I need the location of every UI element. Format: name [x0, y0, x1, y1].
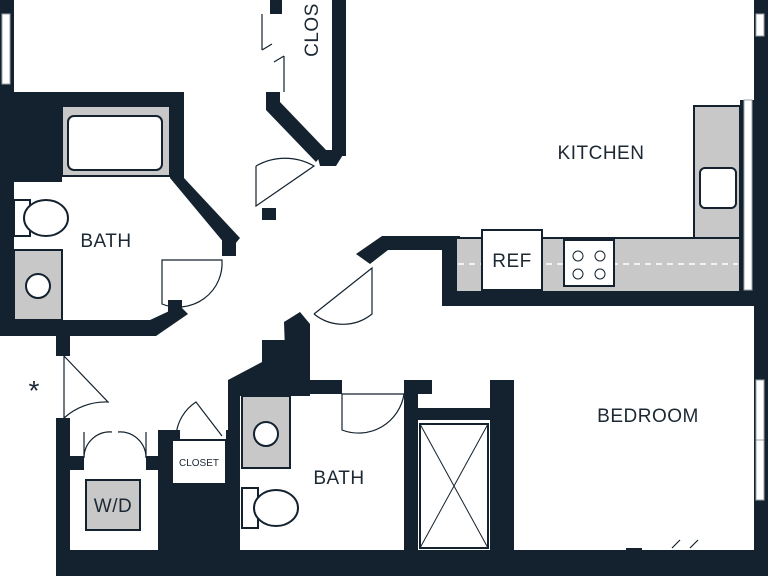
stove: [563, 239, 615, 287]
wall-wd-top-r: [146, 456, 160, 470]
wd-label: W/D: [94, 496, 132, 517]
window-kitchen: [743, 99, 753, 291]
burner-2: [594, 250, 606, 262]
window-bedroom-a: [755, 379, 765, 441]
shower-x-2: [419, 423, 489, 549]
bath-lower-label: BATH: [313, 468, 364, 489]
wall-closet-right: [332, 0, 346, 156]
kitchen-sink: [699, 167, 737, 209]
entry-marker: *: [29, 375, 40, 406]
wall-closet-diagonal: [266, 92, 326, 162]
wall-left-mid: [0, 92, 62, 182]
wall-bedroom-door-jamb: [626, 548, 642, 576]
wall-closet-left: [270, 0, 282, 14]
door-lower-bath[interactable]: [341, 393, 405, 434]
wall-kitchen-counter-left: [442, 236, 456, 306]
upper-bath-fixtures: [13, 105, 171, 321]
burner-4: [594, 268, 606, 280]
wall-upper-bath-diagonal: [170, 178, 240, 250]
room-labels: KITCHEN BATH BATH BEDROOM CLOS *: [29, 3, 699, 489]
door-upper-bath[interactable]: [161, 259, 223, 308]
wall-closet-small-bottom: [172, 484, 240, 576]
wall-hall-diag-a: [316, 150, 346, 166]
wall-upper-bath-right: [170, 92, 184, 178]
ref-label: REF: [492, 251, 532, 272]
wall-hall-diagonal-b: [222, 240, 236, 256]
wall-shower-right: [490, 380, 514, 576]
door-bedroom[interactable]: [313, 266, 373, 325]
door-wd-left[interactable]: [83, 431, 113, 459]
laundry-closet: W/D CLOSET: [85, 439, 227, 531]
wall-wd-top: [70, 456, 84, 470]
kitchen-label: KITCHEN: [558, 143, 645, 164]
wall-entry-left-lower: [56, 418, 70, 576]
wall-upper-bath-bottom: [0, 306, 188, 336]
wall-lower-bath-top: [240, 380, 342, 394]
wall-wd-right: [158, 430, 172, 576]
wall-shower-top: [418, 408, 498, 420]
door-entry[interactable]: [63, 355, 110, 419]
small-closet-box: [171, 439, 227, 485]
doors: [63, 14, 704, 557]
burner-3: [572, 268, 584, 280]
closet-top-label: CLOS: [302, 3, 323, 57]
wall-left-bath-side: [0, 180, 14, 328]
bath-upper-label: BATH: [80, 231, 131, 252]
closet-small-label: CLOSET: [179, 458, 219, 469]
lower-bath-fixtures: [241, 395, 489, 549]
bathtub-basin: [67, 115, 163, 171]
wall-closet-small-right: [226, 430, 240, 484]
door-top-closet[interactable]: [261, 14, 285, 92]
window-bedroom-b: [755, 439, 765, 501]
wall-under-kitchen: [442, 292, 768, 306]
upper-sink: [25, 273, 51, 299]
lower-toilet-bowl: [253, 489, 299, 527]
window-top-left: [1, 13, 11, 85]
wall-center-angle: [356, 236, 460, 264]
wall-entry-left: [56, 336, 70, 356]
window-top-right: [755, 13, 765, 37]
wall-hall-diagonal: [262, 208, 276, 220]
wall-shower-left: [404, 380, 418, 576]
bedroom-label: BEDROOM: [597, 406, 699, 427]
refrigerator: [481, 229, 543, 291]
wall-upper-bath-top: [0, 92, 184, 106]
door-small-closet[interactable]: [175, 401, 223, 437]
lower-sink: [253, 421, 279, 447]
upper-toilet-bowl: [23, 199, 69, 237]
door-wd-right[interactable]: [117, 431, 147, 459]
kitchen-fixtures: REF: [455, 105, 741, 293]
washer-dryer: [85, 479, 141, 531]
door-hall-closet[interactable]: [255, 157, 316, 208]
windows: [1, 13, 765, 501]
door-bedroom-exterior[interactable]: [644, 539, 704, 557]
burner-1: [572, 250, 584, 262]
